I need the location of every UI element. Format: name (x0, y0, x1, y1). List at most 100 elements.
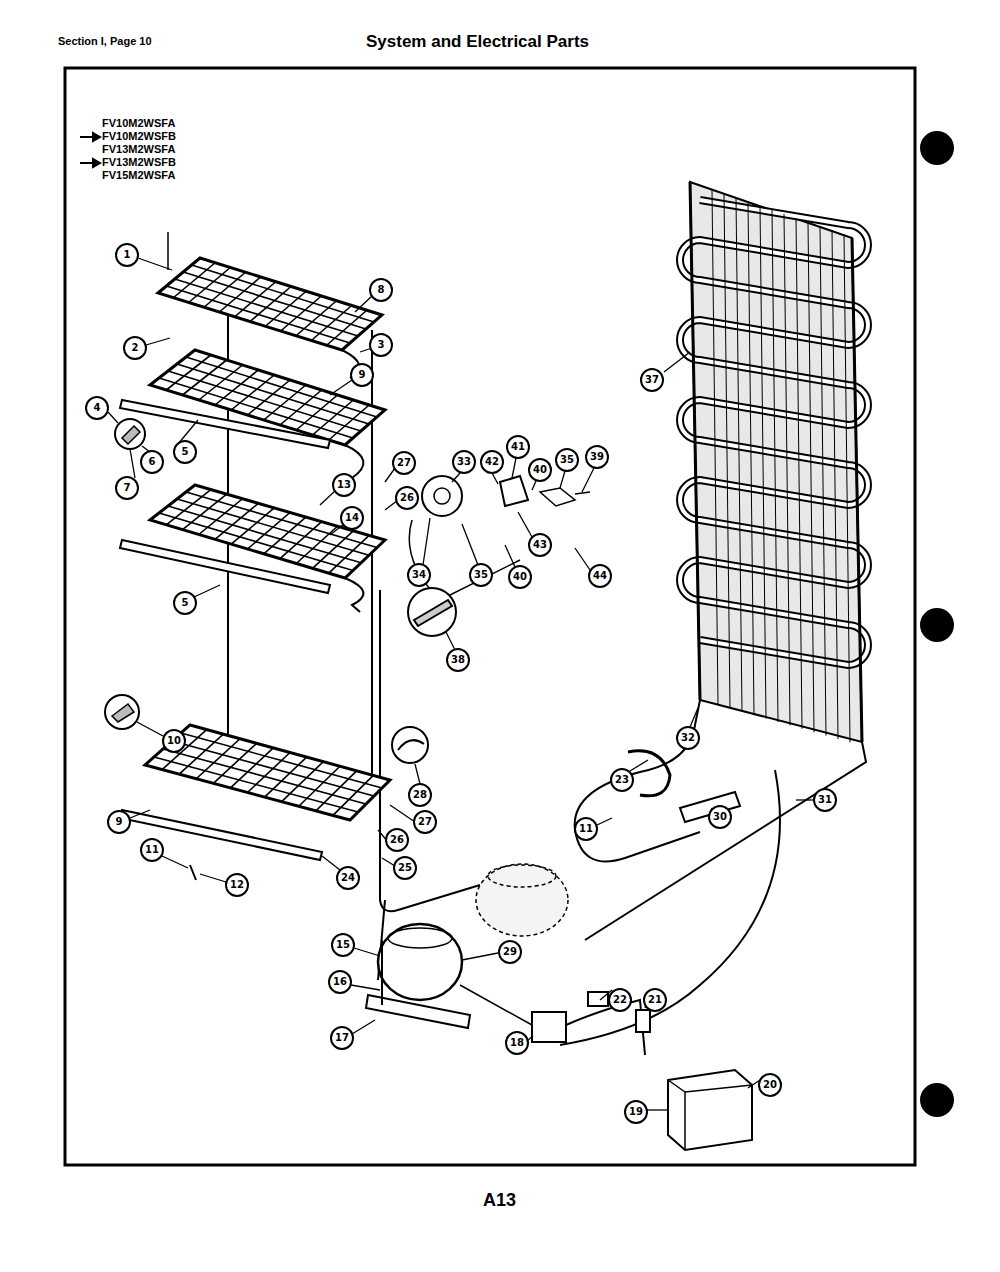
shelf-front-bar (120, 540, 330, 593)
callout-number: 14 (340, 506, 364, 530)
callout-number: 40 (508, 565, 532, 589)
leader-line (582, 468, 594, 492)
relay (532, 1012, 566, 1042)
callout-number: 29 (498, 940, 522, 964)
binder-hole (920, 608, 954, 642)
detail-circle (408, 588, 456, 636)
callout-number: 35 (555, 448, 579, 472)
condenser-wire (772, 210, 778, 722)
callout-number: 10 (162, 729, 186, 753)
condenser-wire (796, 218, 802, 729)
box-edge (684, 1092, 686, 1150)
callout-number: 33 (452, 450, 476, 474)
thermostat-knob (434, 488, 450, 504)
callout-number: 12 (225, 873, 249, 897)
power-cord (566, 1000, 645, 1055)
callout-number: 11 (140, 838, 164, 862)
callout-number: 25 (393, 856, 417, 880)
leader-line (423, 518, 430, 565)
callout-number: 1 (115, 243, 139, 267)
leader-line (130, 810, 150, 818)
callout-number: 7 (115, 476, 139, 500)
leader-line (528, 1036, 533, 1040)
callout-number: 2 (123, 336, 147, 360)
shelf-wire (162, 730, 207, 770)
terminal-block (540, 488, 575, 506)
callout-number: 6 (140, 450, 164, 474)
leader-line (351, 985, 380, 990)
leader-line (322, 856, 340, 870)
capillary (628, 751, 670, 796)
callout-number: 27 (392, 451, 416, 475)
compressor-outline (476, 864, 568, 936)
condenser-wire (760, 206, 766, 719)
callout-number: 26 (395, 486, 419, 510)
shelf-wire (166, 286, 350, 343)
leader-line (137, 722, 163, 736)
leader-line (532, 481, 536, 490)
shelf-wire (316, 771, 357, 811)
binder-hole (920, 131, 954, 165)
thermostat (422, 476, 462, 516)
model-number: FV13M2WSFB (102, 156, 176, 169)
wire-shelf (150, 485, 385, 578)
leader-line (462, 524, 478, 565)
callout-number: 35 (469, 563, 493, 587)
model-number: FV15M2WSFA (102, 169, 175, 182)
suction-tube (380, 590, 480, 911)
relay-lead (460, 985, 532, 1025)
compressor-top (388, 928, 452, 948)
callout-number: 21 (643, 988, 667, 1012)
detail-circle (105, 695, 139, 729)
condenser-tube (680, 200, 868, 665)
compressor (378, 924, 462, 1000)
callout-number: 34 (407, 563, 431, 587)
callout-number: 28 (408, 783, 432, 807)
callout-number: 37 (640, 368, 664, 392)
box-edge (685, 1085, 752, 1092)
leader-line (130, 449, 135, 478)
model-number: FV10M2WSFA (102, 117, 175, 130)
callout-number: 40 (528, 458, 552, 482)
tubing (560, 770, 780, 1045)
leader-line (390, 805, 415, 822)
leader-line (330, 380, 352, 395)
model-number: FV10M2WSFB (102, 130, 176, 143)
callout-number: 13 (332, 473, 356, 497)
shelf-wire (213, 743, 256, 783)
screw (167, 232, 169, 270)
shelf-wire (299, 766, 340, 806)
leader-line (560, 471, 565, 488)
leader-line (446, 632, 455, 650)
leader-line (630, 760, 648, 771)
condenser-wire (784, 214, 790, 725)
callout-number: 26 (385, 828, 409, 852)
callout-number: 39 (585, 445, 609, 469)
shelf-wire (172, 741, 374, 796)
leader-line (492, 473, 498, 484)
condenser-wire (808, 222, 814, 732)
shelf-front-bar (120, 400, 330, 448)
shelf-wire (154, 757, 358, 812)
callout-number: 32 (676, 726, 700, 750)
callout-number: 19 (624, 1100, 648, 1124)
leader-line (194, 585, 220, 597)
callout-number: 30 (708, 805, 732, 829)
evaporator-tube (371, 330, 373, 790)
mount-stud (381, 940, 383, 1005)
leader-line (575, 548, 590, 570)
callout-number: 15 (331, 933, 355, 957)
callout-number: 5 (173, 591, 197, 615)
leader-line (352, 1020, 375, 1034)
callout-number: 8 (369, 278, 393, 302)
condenser-wire (820, 226, 826, 736)
detail-circle (115, 419, 145, 449)
leader-line (138, 258, 172, 270)
callout-number: 27 (413, 810, 437, 834)
condenser-wire (736, 198, 742, 712)
callout-number: 9 (107, 810, 131, 834)
cover-box (668, 1070, 752, 1150)
page-number: A13 (483, 1190, 516, 1211)
condenser-wire (844, 234, 850, 742)
box-edge (668, 1080, 685, 1092)
